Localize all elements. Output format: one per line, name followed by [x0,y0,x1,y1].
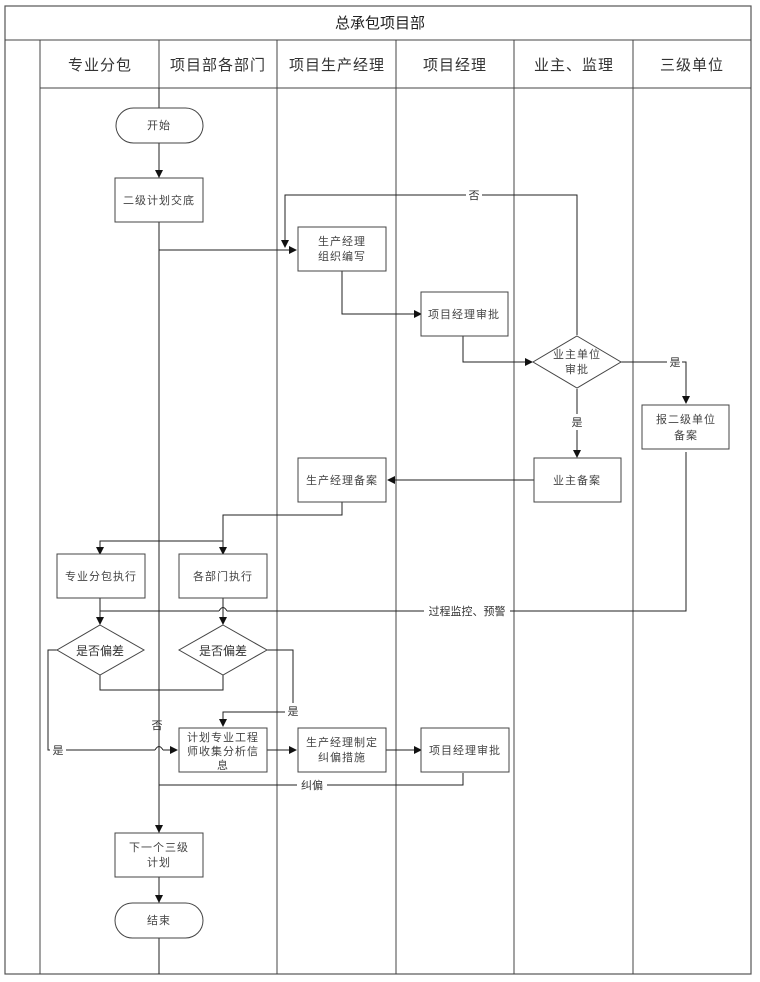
lane-header-subcontractor: 专业分包 [68,56,132,74]
edge-label-reject: 否 [469,189,480,202]
svg-text:下一个三级: 下一个三级 [129,841,189,854]
svg-text:是否偏差: 是否偏差 [199,643,247,658]
node-sub-execute: 专业分包执行 [56,553,146,599]
svg-text:项目经理审批: 项目经理审批 [428,307,500,321]
svg-text:审批: 审批 [565,362,589,376]
node-sub-deviation: 是否偏差 [56,624,146,676]
svg-text:开始: 开始 [147,118,171,132]
svg-text:师收集分析信: 师收集分析信 [187,744,259,758]
edge-pmrecord-sub [96,540,223,555]
svg-text:计划专业工程: 计划专业工程 [187,730,259,744]
svg-text:业主单位: 业主单位 [553,347,601,361]
edge-deviation-join [99,675,224,691]
edge-label-approve-right: 是 [670,356,681,369]
edge-label-dept-yes: 是 [288,705,299,718]
svg-text:是否偏差: 是否偏差 [76,643,124,658]
edge-label-approve-down: 是 [572,416,583,429]
node-pm-record: 生产经理备案 [297,457,387,503]
lane-header-tier3-unit: 三级单位 [660,56,724,74]
svg-text:专业分包执行: 专业分包执行 [65,569,137,583]
node-dept-execute: 各部门执行 [178,553,268,599]
edge-label-sub-yes: 是 [53,744,64,757]
node-report-tier2: 报二级单位 备案 [641,404,730,450]
svg-text:报二级单位: 报二级单位 [656,412,716,426]
svg-text:生产经理备案: 生产经理备案 [306,473,378,487]
outer-frame [4,5,752,975]
svg-text:业主备案: 业主备案 [553,473,601,487]
pool-title: 总承包项目部 [335,14,425,32]
node-collect-analyze: 计划专业工程 师收集分析信 息 [178,727,268,773]
node-owner-approve: 业主单位 审批 [532,335,622,389]
edge-label-no-deviation: 否 [152,719,163,732]
node-start: 开始 [115,107,204,144]
edge-approve-owner [462,335,533,366]
edge-pmrecord-dept [219,502,343,555]
svg-text:息: 息 [217,758,229,772]
svg-text:二级计划交底: 二级计划交底 [123,193,195,207]
node-pjm-approve2: 项目经理审批 [420,727,510,773]
svg-text:生产经理: 生产经理 [318,234,366,248]
edge-monitor [227,452,687,612]
svg-text:生产经理制定: 生产经理制定 [306,735,378,749]
svg-text:项目经理审批: 项目经理审批 [429,743,501,757]
lane-header-production-manager: 项目生产经理 [289,56,385,74]
lane-header-departments: 项目部各部门 [170,56,266,74]
edge-owner-report [621,361,690,404]
node-dept-deviation: 是否偏差 [177,624,269,676]
edge-organize-approve [341,268,422,318]
node-tier2-briefing: 二级计划交底 [114,177,204,223]
node-owner-record: 业主备案 [533,457,622,503]
lane-header-owner-supervisor: 业主、监理 [534,56,614,74]
lane-header-project-manager: 项目经理 [423,56,487,74]
edge-sub-yes [47,649,155,751]
node-pjm-approve1: 项目经理审批 [420,291,509,337]
svg-text:各部门执行: 各部门执行 [193,569,253,583]
edge-label-correction: 纠偏 [301,778,323,792]
node-pm-correct: 生产经理制定 纠偏措施 [297,727,387,773]
edge-sub-yes-hop [154,746,164,751]
svg-text:计划: 计划 [147,856,171,869]
svg-text:组织编写: 组织编写 [318,249,366,263]
node-end: 结束 [114,902,204,939]
edge-label-monitor: 过程监控、预警 [429,604,506,618]
edge-monitor-hop [218,607,228,612]
edge-owner-reject [281,194,578,335]
node-pm-organize: 生产经理 组织编写 [297,226,387,272]
svg-text:备案: 备案 [674,428,698,442]
edge-correction [159,773,464,786]
edge-briefing-organize [158,222,297,254]
svg-text:纠偏措施: 纠偏措施 [318,750,366,764]
node-next-plan: 下一个三级 计划 [114,832,204,878]
svg-text:结束: 结束 [147,914,171,927]
